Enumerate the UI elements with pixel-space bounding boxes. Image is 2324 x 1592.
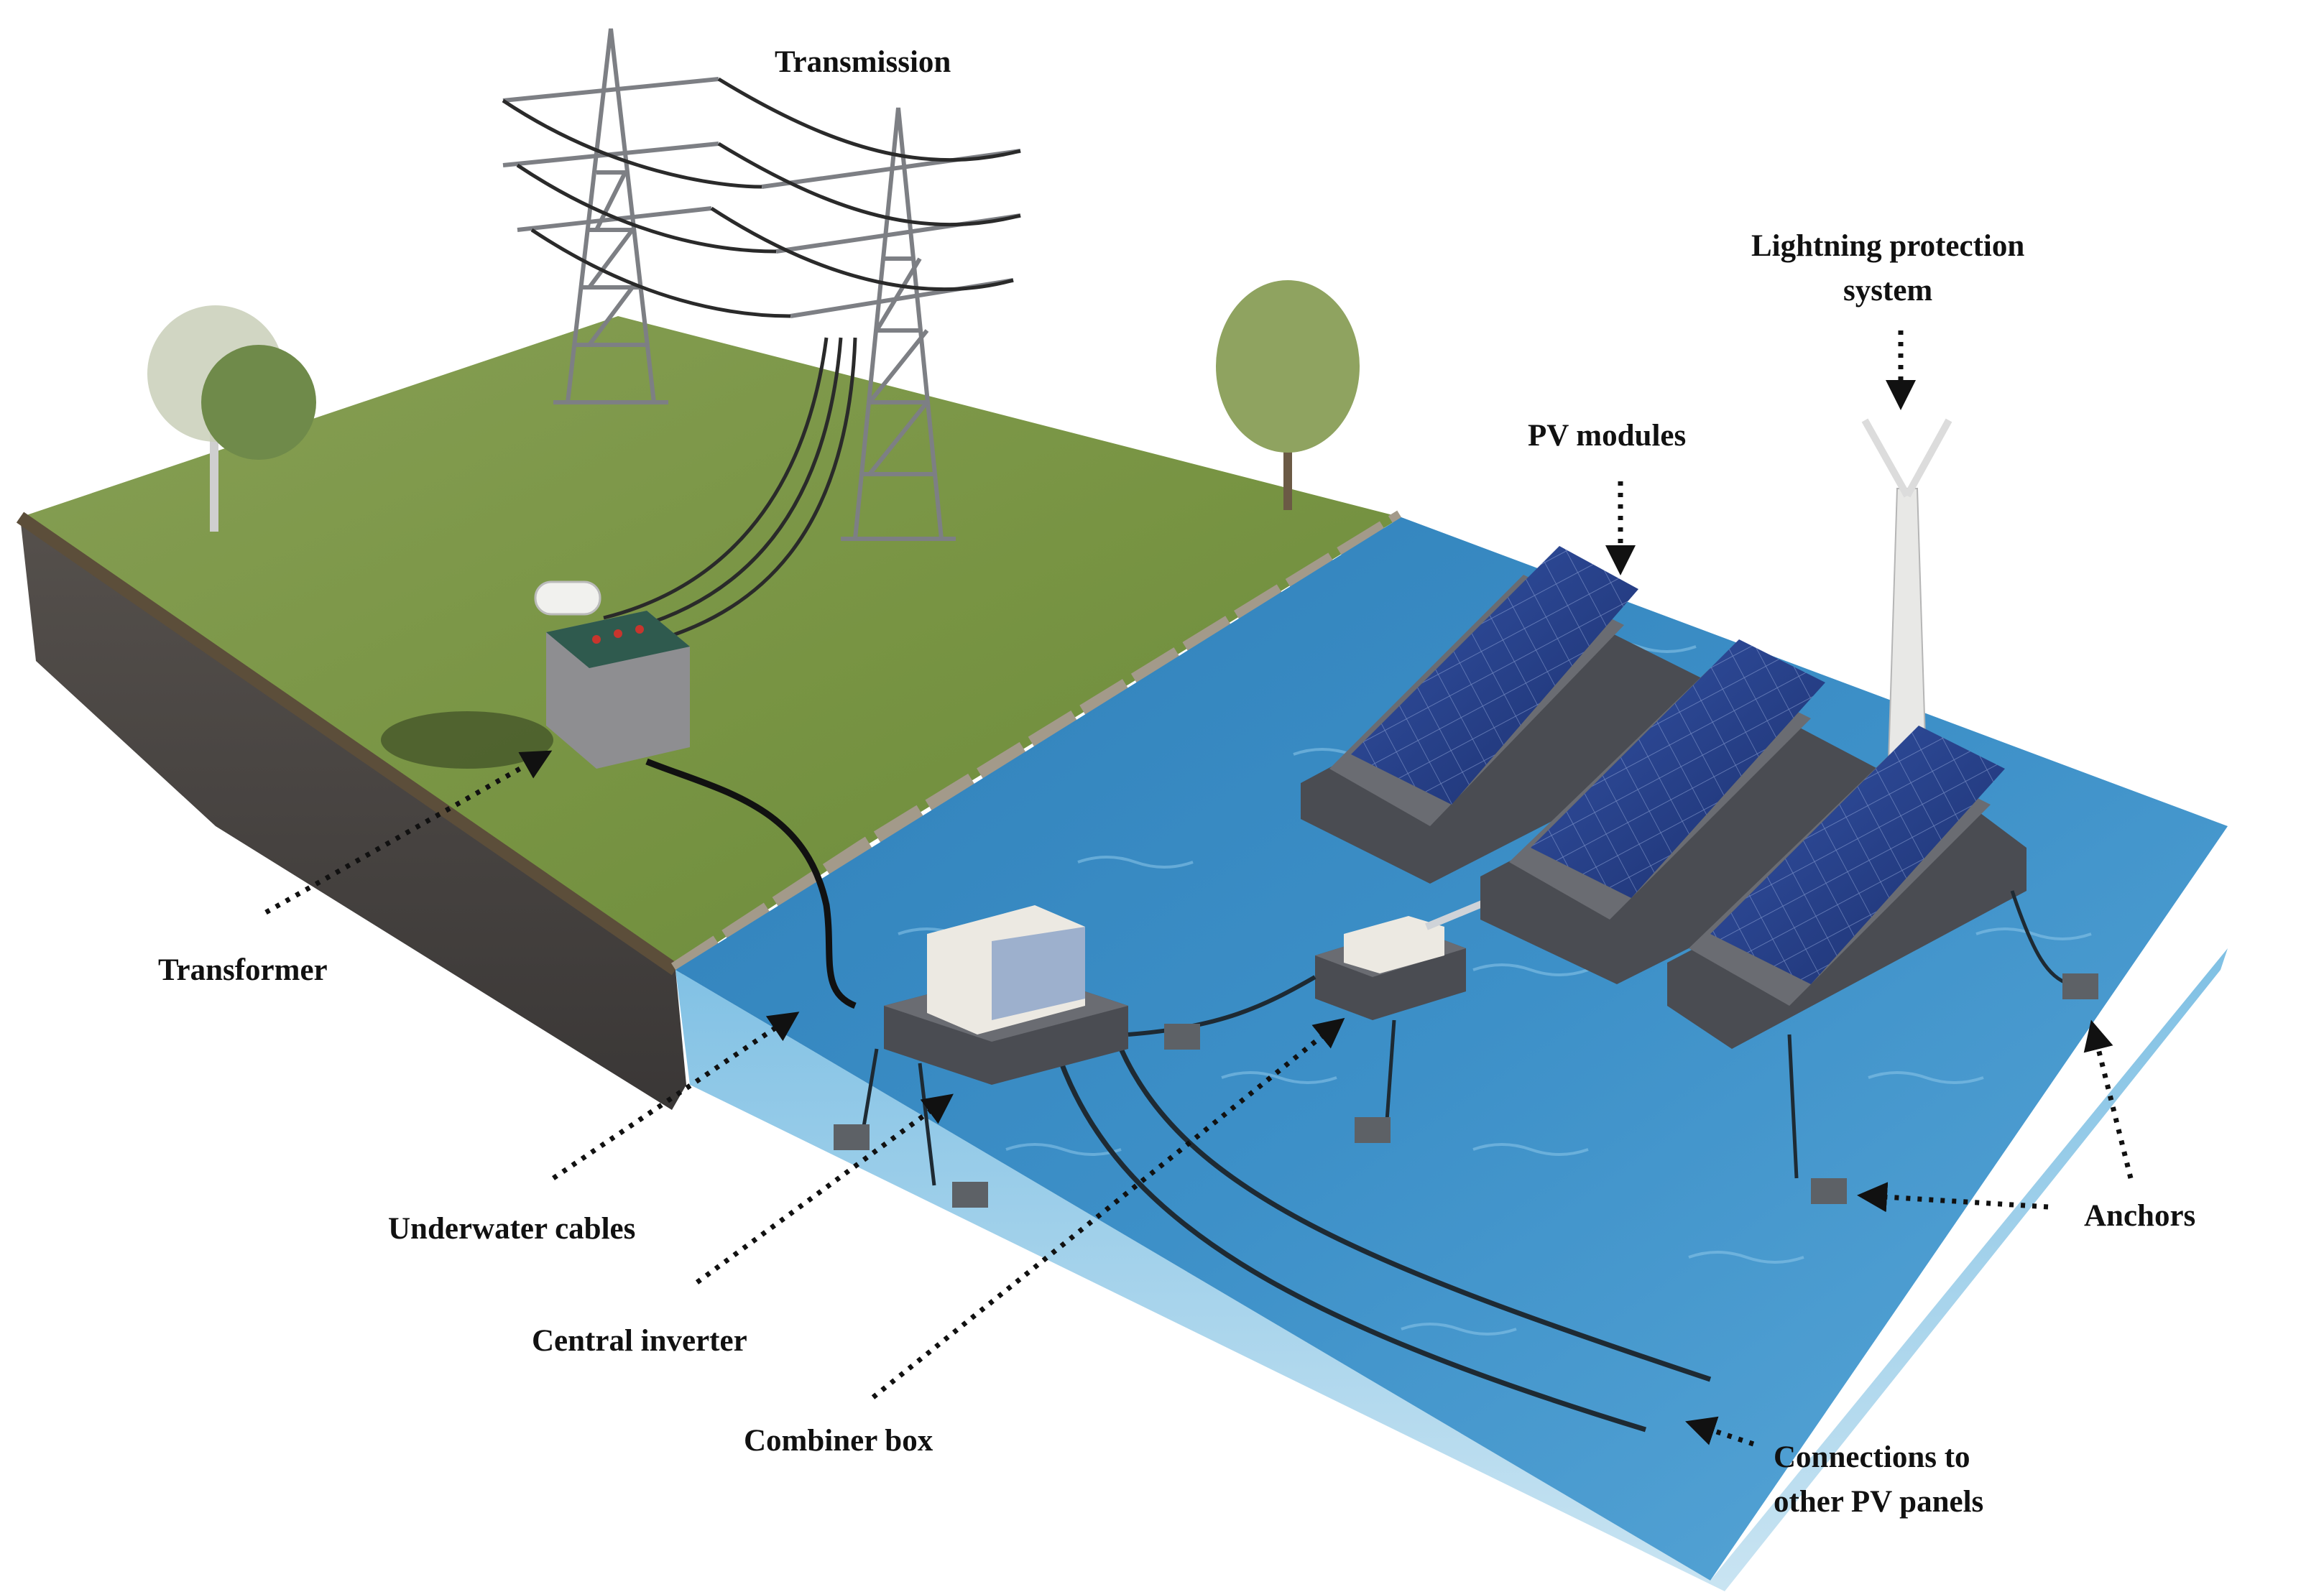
anchor-block	[834, 1124, 870, 1150]
anchor-block	[1164, 1024, 1200, 1050]
label-central-inverter: Central inverter	[532, 1319, 747, 1364]
label-lightning-line2: system	[1843, 274, 1933, 308]
transformer-shadow	[381, 711, 553, 769]
transmission-lines	[502, 77, 1021, 649]
grass-edge-front	[16, 512, 680, 976]
land-block	[16, 316, 1406, 1110]
mooring-line	[860, 1048, 936, 1186]
shoreline-stones	[670, 510, 1406, 977]
label-combiner-box: Combiner box	[744, 1419, 933, 1463]
label-transmission: Transmission	[775, 40, 951, 85]
label-combiner-box-text: Combiner box	[744, 1424, 933, 1458]
anchor-block	[2062, 973, 2098, 999]
label-lightning-line1: Lightning protection	[1751, 229, 2025, 263]
land-grass-top	[20, 316, 1401, 970]
tree-left	[147, 305, 316, 532]
label-connections: Connections to other PV panels	[1774, 1435, 1983, 1525]
water-side-face	[675, 948, 2228, 1591]
pointer-arrows	[264, 330, 2134, 1447]
central-inverter-unit	[884, 905, 1128, 1085]
underwater-cable	[1118, 1047, 1712, 1382]
pointer-anchors-right	[2083, 1019, 2134, 1179]
anchor-block	[1355, 1117, 1391, 1143]
transmission-towers	[502, 28, 1021, 541]
pointer-connections	[1685, 1416, 1755, 1447]
tree-right	[1216, 280, 1360, 510]
anchor-block	[1811, 1178, 1847, 1204]
pointer-underwater-cables	[552, 1012, 800, 1180]
label-connections-line2: other PV panels	[1774, 1485, 1984, 1519]
pointer-central-inverter	[695, 1093, 954, 1285]
label-lightning-protection: Lightning protection system	[1751, 224, 2024, 314]
label-underwater-cables-text: Underwater cables	[388, 1212, 636, 1246]
lightning-mast	[1861, 418, 1952, 762]
label-connections-line1: Connections to	[1774, 1440, 1970, 1474]
mooring-line	[1385, 1019, 1396, 1121]
label-transformer-text: Transformer	[158, 953, 328, 987]
transformer-unit	[534, 580, 690, 769]
pv-array	[1301, 546, 1725, 884]
label-pv-modules-text: PV modules	[1528, 419, 1687, 453]
pv-array	[1667, 726, 2026, 1049]
label-anchors-text: Anchors	[2084, 1199, 2196, 1233]
label-transmission-text: Transmission	[775, 45, 951, 79]
label-pv-modules: PV modules	[1528, 414, 1686, 458]
label-anchors: Anchors	[2084, 1194, 2195, 1239]
label-central-inverter-text: Central inverter	[532, 1324, 747, 1358]
combiner-box-unit	[1315, 916, 1466, 1020]
label-transformer: Transformer	[158, 948, 328, 993]
pv-array	[1480, 639, 1919, 984]
underwater-cable	[1053, 1047, 1647, 1433]
inverter-to-combiner-cable	[1128, 975, 1317, 1037]
label-underwater-cables: Underwater cables	[388, 1207, 635, 1251]
anchor-block	[952, 1182, 988, 1208]
mooring-line	[1787, 1034, 1799, 1179]
land-soil-face	[20, 517, 686, 1110]
land-to-water-cable	[645, 758, 857, 1009]
